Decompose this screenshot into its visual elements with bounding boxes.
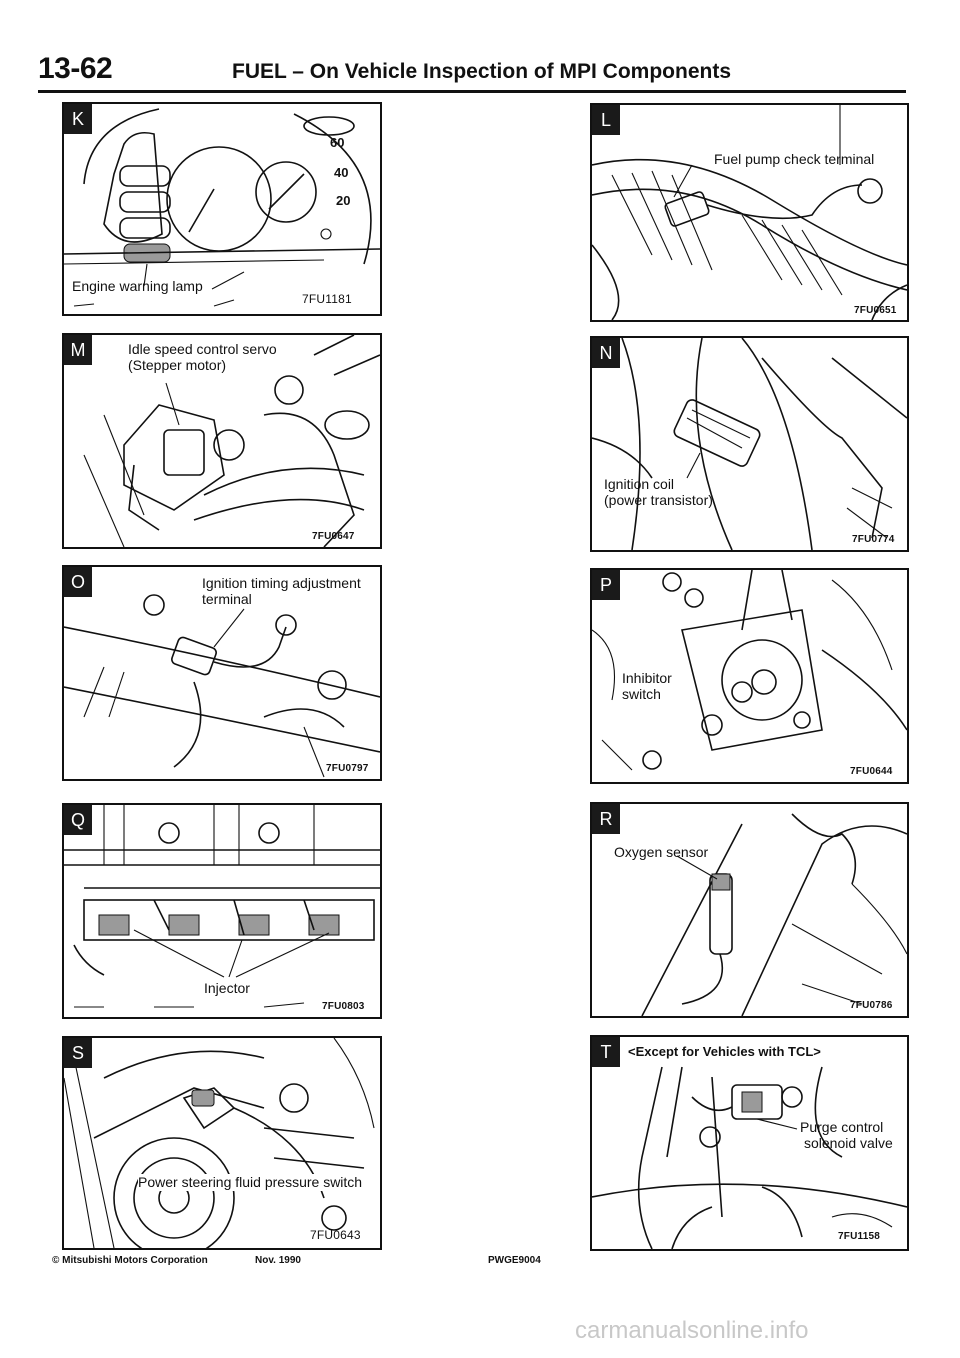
gauge-mark-40: 40 [334, 165, 349, 180]
idle-speed-servo-label-2: (Stepper motor) [128, 357, 227, 373]
oxygen-sensor-label: Oxygen sensor [614, 844, 709, 860]
page-title: FUEL – On Vehicle Inspection of MPI Comp… [232, 60, 732, 83]
purge-solenoid-drawing [592, 1066, 907, 1249]
figure-code-m: 7FU0647 [312, 531, 355, 542]
panel-letter-n: N [592, 338, 620, 368]
page-header: 13-62 FUEL – On Vehicle Inspection of MP… [0, 0, 960, 93]
panel-t-purge-control-solenoid: T <Except for Vehicles with TCL> Purge c… [590, 1035, 909, 1251]
inhibitor-switch-label-1: Inhibitor [622, 670, 672, 686]
panel-l-fuel-pump-check-terminal: L Fuel pump check terminal 7FU0651 [590, 103, 909, 322]
fuel-pump-check-terminal-label: Fuel pump check terminal [714, 151, 875, 167]
panel-m-idle-speed-control-servo: M Idle speed control servo (Stepper moto… [62, 333, 382, 549]
watermark: carmanualsonline.info [575, 1317, 809, 1344]
power-steering-switch-label: Power steering fluid pressure switch [138, 1174, 363, 1191]
page-footer: © Mitsubishi Motors Corporation Nov. 199… [0, 1255, 960, 1285]
panel-letter-q: Q [64, 805, 92, 835]
ignition-coil-label-2: (power transistor) [604, 492, 713, 508]
panel-letter-o: O [64, 567, 92, 597]
panel-letter-r: R [592, 804, 620, 834]
figure-code-o: 7FU0797 [326, 763, 369, 774]
ignition-coil-label-1: Ignition coil [604, 476, 675, 492]
inhibitor-switch-drawing [592, 570, 907, 771]
header-rule [38, 90, 906, 93]
idle-speed-servo-label-1: Idle speed control servo [128, 341, 277, 357]
purge-solenoid-label-2: solenoid valve [804, 1135, 893, 1151]
panel-r-oxygen-sensor: R Oxygen sensor 7FU0786 [590, 802, 909, 1018]
copyright: © Mitsubishi Motors Corporation [52, 1255, 208, 1266]
purge-solenoid-label-1: Purge control [800, 1119, 884, 1135]
panel-o-ignition-timing-terminal: O Ignition timing adjustment terminal 7F… [62, 565, 382, 781]
panel-n-ignition-coil: N Ignition coil (power transistor) 7FU07… [590, 336, 909, 552]
injector-drawing [64, 805, 380, 1008]
gauge-mark-20: 20 [336, 193, 351, 208]
panel-s-power-steering-switch: S Power steering fluid pressure switch 7… [62, 1036, 382, 1250]
instrument-cluster-drawing [64, 108, 380, 307]
ignition-timing-label-2: terminal [202, 591, 252, 607]
gauge-mark-60: 60 [330, 135, 345, 150]
inhibitor-switch-label-2: switch [622, 686, 661, 702]
figure-code-s: 7FU0643 [310, 1228, 361, 1242]
publication-date: Nov. 1990 [255, 1255, 301, 1266]
panel-letter-l: L [592, 105, 620, 135]
panel-letter-s: S [64, 1038, 92, 1068]
publication-code: PWGE9004 [488, 1255, 541, 1266]
ignition-coil-drawing [592, 338, 907, 550]
figure-code-l: 7FU0651 [854, 305, 897, 316]
panel-letter-t: T [592, 1037, 620, 1067]
page-number: 13-62 [38, 52, 113, 85]
oxygen-sensor-drawing [641, 813, 907, 1016]
panel-letter-m: M [64, 335, 92, 365]
engine-warning-lamp-label: Engine warning lamp [72, 278, 203, 294]
figure-code-p: 7FU0644 [850, 766, 893, 777]
power-steering-switch-drawing [64, 1038, 375, 1248]
figure-code-t: 7FU1158 [838, 1231, 880, 1242]
ignition-timing-label-1: Ignition timing adjustment [202, 575, 361, 591]
ignition-timing-terminal-drawing [64, 594, 380, 778]
figure-code-q: 7FU0803 [322, 1001, 365, 1012]
panel-letter-k: K [64, 104, 92, 134]
figure-code-n: 7FU0774 [852, 534, 895, 545]
figure-code-k: 7FU1181 [302, 292, 352, 306]
panel-letter-p: P [592, 570, 620, 600]
idle-speed-servo-drawing [83, 335, 380, 547]
panel-k-engine-warning-lamp: K Engine warning lamp 7FU1181 60 40 20 [62, 102, 382, 316]
panel-q-injector: Q Injector 7FU0803 [62, 803, 382, 1019]
except-tcl-note: <Except for Vehicles with TCL> [628, 1044, 821, 1059]
panel-p-inhibitor-switch: P Inhibitor switch 7FU0644 [590, 568, 909, 784]
injector-label: Injector [204, 980, 250, 996]
figure-code-r: 7FU0786 [850, 1000, 893, 1011]
fuel-pump-terminal-drawing [592, 105, 907, 320]
